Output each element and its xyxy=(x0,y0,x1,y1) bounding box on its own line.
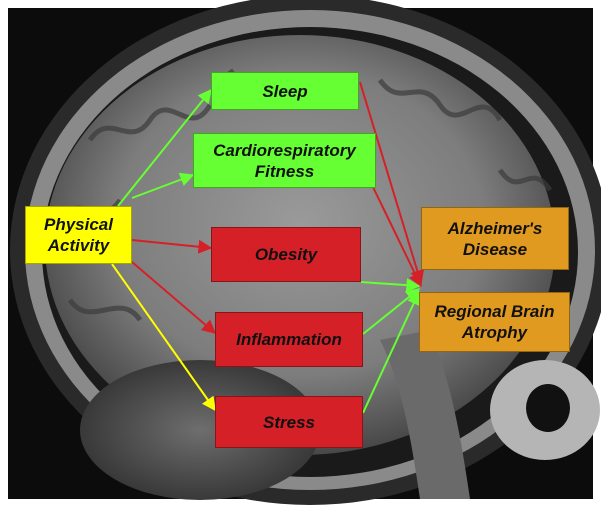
node-cardiorespiratory-fitness: Cardiorespiratory Fitness xyxy=(193,133,376,188)
node-alzheimers-disease: Alzheimer's Disease xyxy=(421,207,569,270)
node-obesity: Obesity xyxy=(211,227,361,282)
node-stress: Stress xyxy=(215,396,363,448)
node-inflammation: Inflammation xyxy=(215,312,363,367)
node-regional-brain-atrophy: Regional Brain Atrophy xyxy=(419,292,570,352)
node-physical-activity: Physical Activity xyxy=(25,206,132,264)
node-sleep: Sleep xyxy=(211,72,359,110)
